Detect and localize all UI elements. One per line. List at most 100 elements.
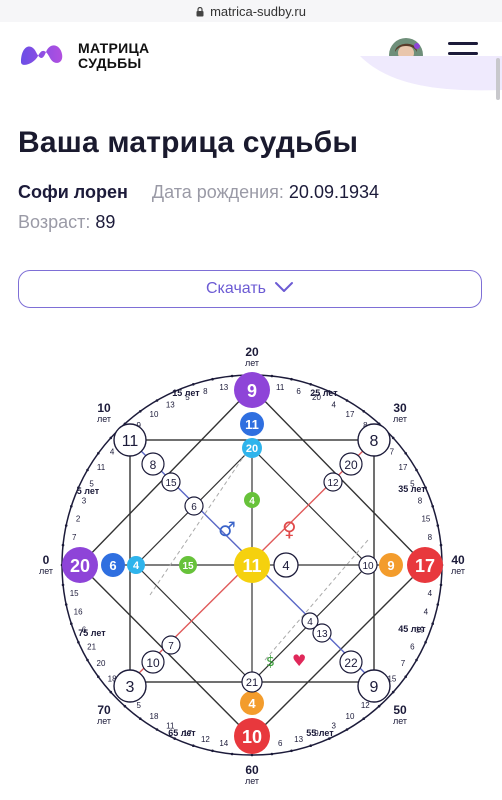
svg-text:9: 9 (247, 381, 257, 401)
node-left-2[interactable]: 6 (101, 553, 125, 577)
ring-tick (211, 377, 214, 381)
outer-ring-number: 7 (390, 448, 395, 457)
node-line-tl[interactable]: 6 (184, 496, 204, 516)
svg-text:4: 4 (133, 560, 140, 572)
outer-ring-number: 4 (331, 401, 336, 410)
svg-text:6: 6 (191, 502, 197, 513)
outer-ring-number: 5 (185, 393, 190, 402)
inner-age-label: 5 лет (77, 486, 100, 496)
url-text: matrica-sudby.ru (210, 3, 306, 19)
browser-address-bar[interactable]: matrica-sudby.ru (0, 0, 502, 22)
svg-text:6: 6 (109, 558, 116, 573)
node-top-3[interactable]: 20 (242, 438, 262, 458)
node-corner-br-2[interactable]: 22 (339, 650, 363, 674)
node-corner-br-3[interactable]: 13 (312, 623, 332, 643)
node-corner-bl-2[interactable]: 10 (141, 650, 165, 674)
inner-age-label: 45 лет (398, 624, 426, 634)
node-inner-top[interactable]: 4 (244, 492, 260, 508)
node-top-2[interactable]: 11 (240, 412, 264, 436)
inner-age-label: 75 лет (78, 628, 106, 638)
ring-tick (155, 399, 159, 402)
node-bottom-2[interactable]: 4 (240, 691, 264, 715)
node-top[interactable]: 9 (234, 372, 270, 408)
node-center[interactable]: 11 (234, 547, 270, 583)
ring-tick (377, 704, 381, 708)
age-br: 50 (393, 703, 407, 717)
node-corner-br[interactable]: 9 (357, 669, 391, 703)
ring-tick (436, 603, 440, 606)
ring-tick (155, 728, 159, 731)
node-corner-tr-3[interactable]: 12 (323, 472, 343, 492)
node-corner-tl-2[interactable]: 8 (141, 452, 165, 476)
outer-ring-number: 13 (166, 401, 175, 410)
outer-ring-number: 17 (183, 729, 192, 738)
ring-tick (439, 543, 443, 547)
outer-ring-number: 2 (76, 514, 81, 523)
chevron-down-icon (266, 280, 294, 298)
node-corner-bl[interactable]: 3 (113, 669, 147, 703)
inner-age-label: 25 лет (310, 388, 338, 398)
node-inner-right[interactable]: 4 (273, 552, 299, 578)
svg-text:9: 9 (387, 558, 394, 573)
svg-text:4: 4 (249, 496, 255, 507)
age-top-unit: лет (245, 358, 259, 368)
outer-ring-number: 8 (428, 533, 433, 542)
brand-logo-link[interactable]: МАТРИЦА СУДЬБЫ (18, 40, 149, 71)
ring-tick (424, 486, 427, 489)
node-bottom-3[interactable]: 21 (241, 671, 263, 693)
node-right[interactable]: 17 (407, 547, 443, 583)
svg-text:11: 11 (245, 417, 259, 432)
dob-value: 20.09.1934 (288, 182, 380, 202)
ring-tick (391, 690, 395, 694)
scrollbar[interactable] (496, 58, 500, 100)
node-corner-tr-2[interactable]: 20 (339, 452, 363, 476)
ring-tick (70, 505, 73, 508)
download-button[interactable]: Скачать (18, 270, 482, 308)
outer-ring-number: 13 (219, 383, 228, 392)
node-inner-left[interactable]: 15 (179, 556, 197, 574)
dob-label: Дата рождения: (151, 182, 284, 202)
node-corner-tl[interactable]: 11 (113, 423, 147, 457)
age-tl-unit: лет (97, 414, 111, 424)
node-left[interactable]: 20 (62, 547, 98, 583)
svg-text:9: 9 (370, 679, 379, 696)
ring-tick (230, 752, 234, 756)
node-corner-bl-3[interactable]: 7 (161, 635, 181, 655)
svg-text:4: 4 (248, 696, 256, 711)
ring-tick (345, 728, 349, 731)
age-tr: 30 (393, 401, 407, 415)
svg-text:22: 22 (344, 656, 358, 670)
node-right-2[interactable]: 9 (379, 553, 403, 577)
node-bottom[interactable]: 10 (234, 718, 270, 754)
page-title: Ваша матрица судьбы (18, 126, 359, 159)
brand-line-1: МАТРИЦА (78, 39, 150, 56)
ring-tick (328, 390, 331, 393)
node-right-3[interactable]: 10 (358, 555, 378, 575)
ring-tick (97, 675, 100, 678)
female-symbol-icon: ♀ (282, 517, 297, 541)
age-tl: 10 (97, 401, 111, 415)
ring-tick (192, 744, 195, 747)
outer-ring-number: 7 (72, 533, 77, 542)
ring-tick (86, 658, 89, 662)
outer-ring-number: 10 (150, 410, 159, 419)
ring-tick (97, 452, 100, 455)
node-corner-tr[interactable]: 8 (357, 423, 391, 457)
outer-ring-number: 11 (276, 383, 285, 392)
outer-ring-number: 4 (428, 589, 433, 598)
outer-ring-number: 20 (312, 393, 321, 402)
node-line-br[interactable]: 4 (301, 612, 319, 630)
outer-ring-number: 20 (97, 659, 106, 668)
inner-age-label: 65 лет (168, 728, 196, 738)
node-corner-tl-3[interactable]: 15 (161, 472, 181, 492)
outer-ring-number: 6 (82, 626, 87, 635)
svg-text:10: 10 (242, 727, 262, 747)
svg-text:4: 4 (307, 617, 313, 628)
ring-tick (270, 752, 274, 756)
outer-ring-number: 14 (219, 739, 228, 748)
ring-tick (139, 717, 142, 720)
svg-text:15: 15 (182, 561, 194, 572)
node-left-3[interactable]: 4 (127, 556, 145, 574)
age-info: Возраст: 89 (18, 212, 115, 233)
ring-tick (61, 543, 65, 547)
